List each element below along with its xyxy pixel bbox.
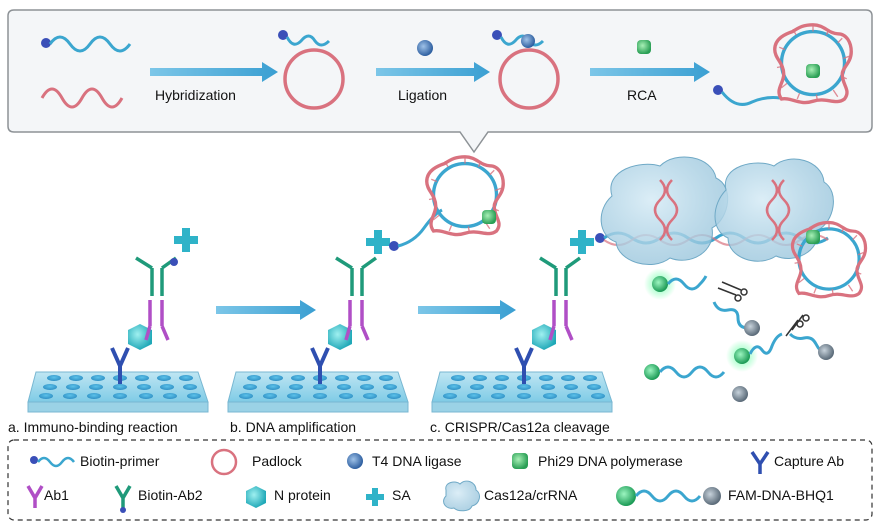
arrow-ligation [376, 62, 490, 82]
ab1-a [144, 300, 170, 341]
legend-label-ab1: Ab1 [44, 487, 69, 503]
input-strands [40, 35, 132, 109]
scissors-1 [717, 281, 748, 302]
biotin-ab2-a [135, 256, 178, 296]
ab1-b [344, 300, 370, 341]
arrow-a-to-b [216, 300, 316, 320]
plate-a [27, 371, 209, 413]
stage-a: a. Immuno-binding reaction [8, 228, 209, 435]
arrow-rca [590, 62, 710, 82]
capture-ab-a [110, 347, 130, 384]
hybridized-padlock [278, 30, 345, 110]
legend: Biotin-primer Padlock T4 DNA ligase Phi2… [7, 439, 873, 521]
top-panel: Hybridization Ligation RCA [7, 9, 873, 154]
ligated-padlock [492, 30, 560, 110]
ab1-icon [26, 485, 44, 508]
legend-label-phi29: Phi29 DNA polymerase [538, 453, 683, 469]
legend-label-cas12a: Cas12a/crRNA [484, 487, 578, 503]
capture-ab-c [514, 347, 534, 384]
t4-ligase-blob [417, 40, 433, 56]
stage-b: b. DNA amplification [227, 155, 505, 435]
legend-label-biotin-ab2: Biotin-Ab2 [138, 487, 203, 503]
top-panel-frame [7, 9, 873, 154]
plate-b [227, 371, 409, 413]
scissors-2 [785, 314, 810, 337]
padlock-icon [210, 448, 238, 476]
rca-strand-b [397, 208, 443, 248]
biotin-ab2-icon [114, 485, 132, 513]
legend-label-biotin-primer: Biotin-primer [80, 453, 160, 469]
stage-label-b: b. DNA amplification [230, 419, 356, 435]
stage-label-a: a. Immuno-binding reaction [8, 419, 178, 435]
cas12a-icon [443, 480, 480, 512]
sa-icon [366, 488, 384, 506]
capture-ab-icon [750, 451, 770, 474]
step-label-hybridization: Hybridization [155, 87, 236, 103]
n-protein-c [532, 324, 556, 350]
cas12a-complex-2 [714, 158, 834, 262]
step-label-rca: RCA [627, 87, 657, 103]
n-protein-a [128, 324, 152, 350]
capture-ab-b [310, 347, 330, 384]
sa-b [366, 230, 390, 254]
reporter-icon [616, 486, 721, 506]
reporter-4 [788, 332, 834, 360]
stage-c: c. CRISPR/Cas12a cleavage [430, 156, 868, 435]
stage-label-c: c. CRISPR/Cas12a cleavage [430, 419, 610, 435]
arrow-hybridization [150, 62, 278, 82]
legend-label-t4-ligase: T4 DNA ligase [372, 453, 462, 469]
legend-label-reporter: FAM-DNA-BHQ1 [728, 487, 834, 503]
legend-label-n-protein: N protein [274, 487, 331, 503]
rca-product [713, 23, 853, 106]
n-protein-b [328, 324, 352, 350]
reporter-2 [712, 301, 760, 336]
ab1-c [548, 300, 574, 341]
sa-a [174, 228, 198, 252]
t4-ligase-icon [347, 453, 363, 469]
n-protein-icon [246, 486, 266, 508]
reporter-3 [726, 332, 783, 372]
cas12a-complex-1 [600, 156, 729, 266]
sa-c [570, 230, 594, 254]
biotin-primer-icon [30, 456, 75, 468]
legend-frame [7, 439, 873, 521]
phi29-polymerase-icon [512, 453, 528, 469]
legend-label-padlock: Padlock [252, 453, 303, 469]
biotin-ab2-c [539, 256, 582, 296]
legend-label-capture-ab: Capture Ab [774, 453, 844, 469]
phi29-blob [637, 40, 651, 54]
legend-label-sa: SA [392, 487, 411, 503]
step-label-ligation: Ligation [398, 87, 447, 103]
reporter-5 [644, 364, 748, 402]
biotin-ab2-b [335, 256, 378, 296]
reporter-1 [644, 268, 708, 300]
arrow-b-to-c [418, 300, 516, 320]
